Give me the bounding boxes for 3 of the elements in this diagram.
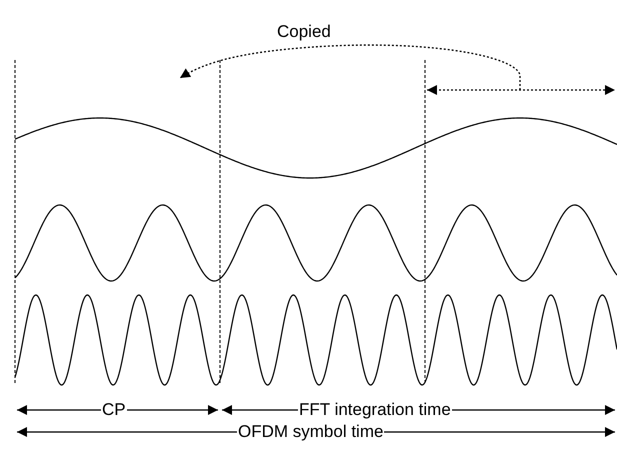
arrow-label: Copied bbox=[276, 22, 332, 41]
dimension-label: FFT integration time bbox=[298, 400, 452, 419]
dimension-label: OFDM symbol time bbox=[237, 422, 384, 441]
